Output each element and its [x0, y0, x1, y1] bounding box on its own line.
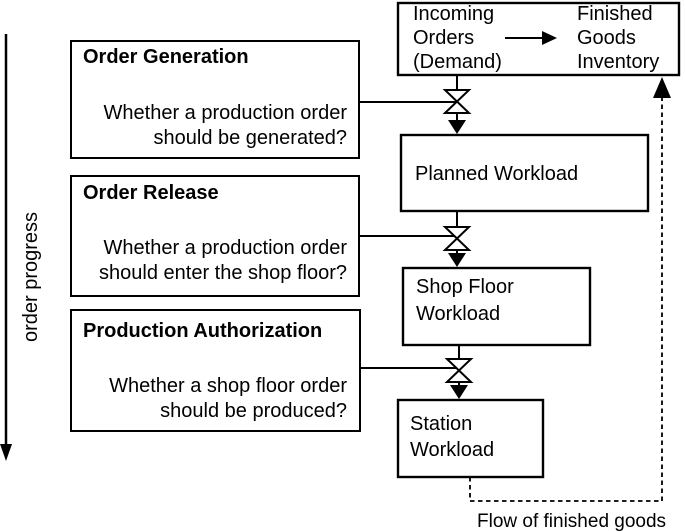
- order-progress-label: order progress: [20, 212, 42, 342]
- valve-icon: [442, 226, 472, 251]
- flow-of-finished-goods-line: [469, 95, 663, 502]
- arrow-right-icon: [505, 31, 557, 45]
- finished-goods-label-line2: Goods: [577, 27, 636, 49]
- valves: [442, 89, 474, 383]
- order-release-box: Order Release Whether a production order…: [70, 175, 360, 297]
- shop-floor-workload-box: Shop Floor Workload: [401, 266, 592, 347]
- planned-workload-box: Planned Workload: [399, 133, 650, 213]
- order-release-question-line1: Whether a production order: [104, 237, 348, 259]
- order-release-question-line2: should enter the shop floor?: [99, 262, 347, 284]
- arrow-down-icon: [0, 444, 12, 461]
- station-workload-label-line1: Station: [410, 413, 472, 435]
- order-generation-box-frame: [70, 40, 360, 159]
- order-release-box-frame: [70, 175, 360, 297]
- order-release-title: Order Release: [83, 182, 219, 204]
- station-workload-label-line2: Workload: [410, 439, 494, 461]
- production-authorization-box-frame: [70, 309, 361, 432]
- valve-icon: [442, 89, 472, 114]
- shop-floor-workload-label-line2: Workload: [416, 303, 500, 325]
- order-generation-box: Order Generation Whether a production or…: [70, 40, 360, 159]
- order-generation-question-line2: should be generated?: [154, 127, 348, 149]
- incoming-orders-label-line2: Orders: [413, 27, 474, 49]
- shop-floor-workload-label-line1: Shop Floor: [416, 276, 514, 298]
- incoming-orders-label-line3: (Demand): [413, 51, 502, 73]
- order-generation-title: Order Generation: [83, 46, 249, 68]
- valve-icon: [444, 358, 474, 383]
- finished-goods-label-line3: Inventory: [577, 51, 659, 73]
- incoming-orders-label-line1: Incoming: [413, 3, 494, 25]
- production-authorization-box: Production Authorization Whether a shop …: [70, 309, 361, 432]
- incoming-finished-box: Incoming Orders (Demand) Finished Goods …: [396, 1, 681, 77]
- production-authorization-question-line2: should be produced?: [160, 400, 347, 422]
- arrow-up-icon: [653, 77, 671, 98]
- flow-of-finished-goods-label: Flow of finished goods: [477, 511, 666, 532]
- planned-workload-label: Planned Workload: [415, 163, 578, 185]
- arrow-down-icon: [448, 253, 466, 267]
- finished-goods-label-line1: Finished: [577, 3, 653, 25]
- shop-floor-workload-box-frame: [401, 266, 592, 347]
- order-progress-axis: order progress: [0, 34, 42, 461]
- production-authorization-question-line1: Whether a shop floor order: [109, 375, 347, 397]
- planned-workload-box-frame: [399, 133, 650, 213]
- production-authorization-title: Production Authorization: [83, 320, 322, 342]
- order-generation-question-line1: Whether a production order: [104, 102, 348, 124]
- arrow-down-icon: [448, 120, 466, 134]
- arrow-down-icon: [450, 385, 468, 399]
- station-workload-box: Station Workload: [396, 398, 545, 479]
- station-workload-box-frame: [396, 398, 545, 479]
